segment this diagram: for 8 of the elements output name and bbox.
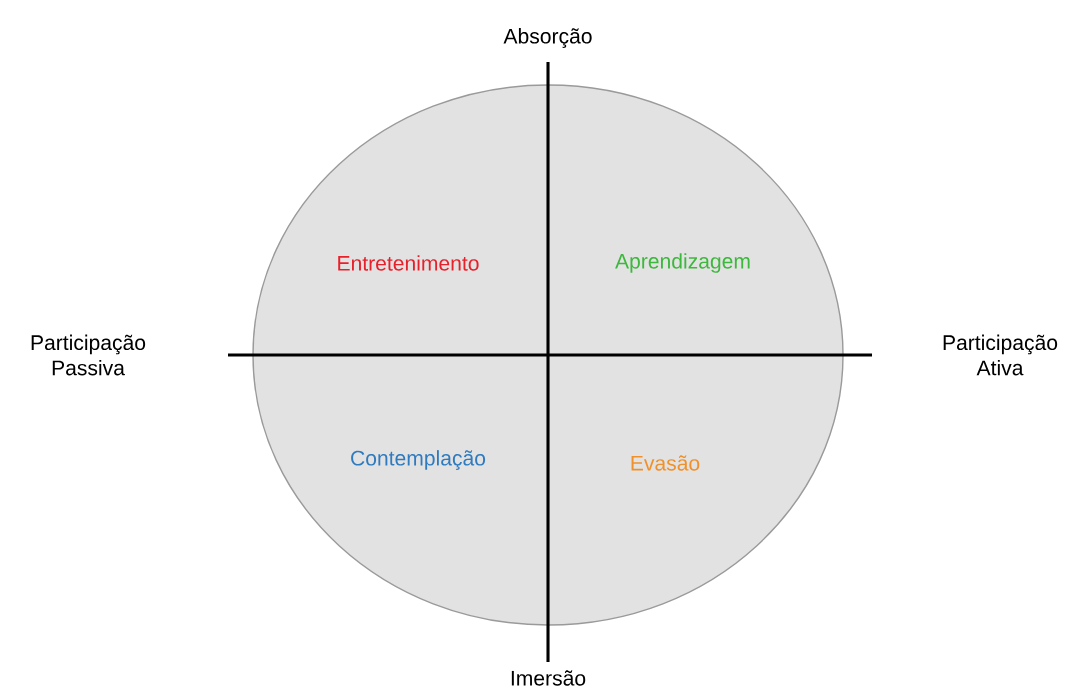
quadrant-label: Evasão: [631, 455, 700, 471]
axis-label: Participação Passiva: [31, 334, 146, 376]
quadrant-label: Aprendizagem: [615, 253, 750, 273]
quadrant-label: Contemplação: [351, 450, 486, 470]
axis-label: Absorção: [503, 28, 592, 48]
axis-label: Participação Ativa: [943, 334, 1058, 376]
axis-label: Imersão: [511, 670, 586, 686]
quadrant-label: Entretenimento: [338, 255, 479, 271]
